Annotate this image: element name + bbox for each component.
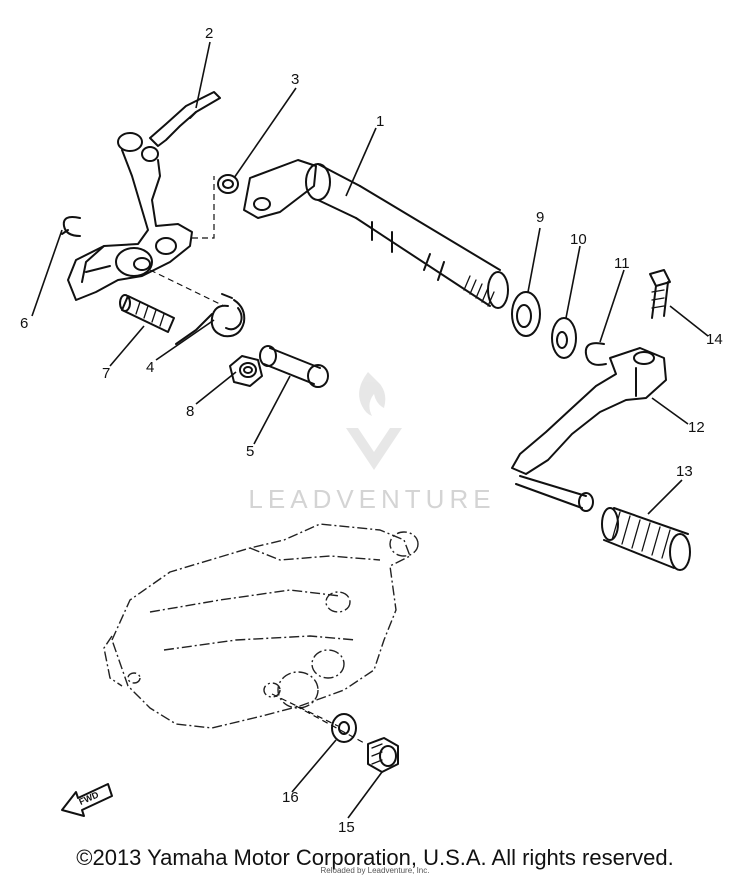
part-2-shift-arm [149,91,221,147]
part-12-shift-pedal [511,347,667,512]
part-8-nut [229,355,263,387]
part-16-washer [331,713,357,743]
fwd-label: FWD [77,789,100,807]
part-5-collar [259,345,329,388]
fwd-arrow-icon: FWD [61,783,113,817]
callout-8: 8 [186,403,194,420]
callout-15: 15 [338,819,355,836]
engine-case-outline [103,523,419,745]
reloaded-notice: Reloaded by Leadventure, Inc. [320,866,430,875]
callout-3: 3 [291,71,299,88]
part-6-clip [61,216,81,237]
callout-11: 11 [614,255,630,272]
callout-7: 7 [102,365,110,382]
part-4-spring [175,293,246,345]
watermark-text: LEADVENTURE [248,484,495,514]
callout-10: 10 [570,231,587,248]
part-11-circlip [584,342,607,366]
part-7-pin [119,294,175,333]
callout-13: 13 [676,463,693,480]
callout-1: 1 [376,113,384,130]
part-14-bolt [649,269,671,319]
part-1-shift-shaft [243,159,509,309]
callout-5: 5 [246,443,254,460]
part-15-bolt [367,737,399,773]
callout-4: 4 [146,359,154,376]
callout-14: 14 [706,331,723,348]
part-9-oil-seal [511,291,541,337]
shift-lever-assembly [67,132,225,307]
part-3-bushing [217,174,239,194]
callout-labels: 1 2 3 4 5 6 7 8 9 10 11 12 13 14 15 16 [20,25,723,836]
part-10-washer [551,317,577,359]
watermark-logo [346,372,402,470]
leader-lines [31,41,709,819]
callout-6: 6 [20,315,28,332]
callout-2: 2 [205,25,213,42]
callout-12: 12 [688,419,705,436]
part-13-pedal-rubber [601,507,691,571]
copyright-notice: ©2013 Yamaha Motor Corporation, U.S.A. A… [76,845,674,870]
callout-9: 9 [536,209,544,226]
callout-16: 16 [282,789,299,806]
